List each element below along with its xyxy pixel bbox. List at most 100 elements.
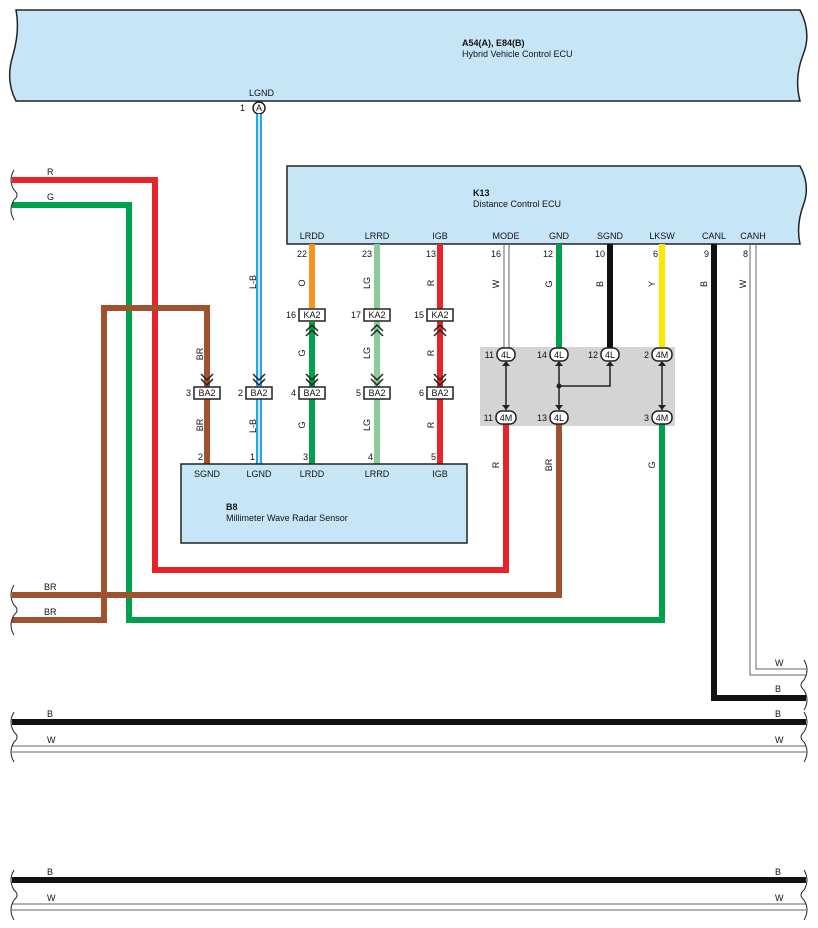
junction-connector: 4L 13 — [537, 410, 569, 425]
hybrid-ecu-body — [8, 9, 808, 102]
distance-ecu-pin-label: CANH — [740, 231, 766, 241]
radar-sensor-pin-number: 2 — [198, 452, 203, 462]
wires — [12, 114, 806, 701]
svg-text:KA2: KA2 — [431, 310, 448, 320]
svg-text:11: 11 — [485, 350, 494, 360]
ba2-connector: BA2 4 — [291, 386, 326, 400]
svg-text:6: 6 — [419, 388, 424, 398]
wire-color-label: W — [738, 279, 748, 288]
wire-color-label: R — [491, 461, 501, 468]
radar-sensor-pin-number: 4 — [368, 452, 373, 462]
junction-connector: 4L 11 — [485, 347, 516, 362]
junction-bottom-row: 4M 11 4L 13 4M 3 — [484, 410, 673, 425]
bus-line-label: B — [775, 867, 781, 877]
wire-color-label: L-B — [248, 275, 258, 289]
distance-ecu-pin-label: LRDD — [300, 231, 325, 241]
ka2-connector: KA2 17 — [351, 308, 391, 322]
left-input-label: BR — [44, 582, 57, 592]
radar-sensor-pin-label: LRDD — [300, 469, 325, 479]
svg-text:4M: 4M — [656, 413, 669, 423]
svg-text:4L: 4L — [554, 350, 564, 360]
distance-ecu-name: Distance Control ECU — [473, 199, 561, 209]
wire-color-label: LG — [362, 277, 372, 289]
distance-ecu-pin-label: GND — [549, 231, 570, 241]
svg-text:12: 12 — [588, 350, 598, 360]
ka2-connector: KA2 15 — [414, 308, 454, 322]
wire-color-label: B — [595, 281, 605, 287]
left-input-labels: R G BR BR — [44, 167, 57, 617]
distance-ecu-box: K13 Distance Control ECU LRDD LRRD IGB M… — [286, 165, 808, 259]
hybrid-ecu-code: A54(A), E84(B) — [462, 38, 525, 48]
wire-brown-junction — [12, 424, 562, 598]
svg-text:3: 3 — [644, 413, 649, 423]
wire-color-label: G — [297, 421, 307, 428]
wire-color-label: G — [647, 461, 657, 468]
wire-canl-b — [711, 244, 806, 701]
wire-color-label: O — [297, 279, 307, 286]
radar-sensor-pin-label: SGND — [194, 469, 221, 479]
radar-sensor-pin-label: IGB — [432, 469, 448, 479]
wire-canh-w — [749, 244, 806, 676]
left-wire-breaks — [10, 169, 18, 921]
junction-splice-dot — [556, 383, 562, 389]
svg-text:KA2: KA2 — [303, 310, 320, 320]
distance-ecu-pin-label: IGB — [432, 231, 448, 241]
bus-lines — [12, 719, 806, 911]
distance-ecu-pin-number: 12 — [543, 249, 553, 259]
svg-text:13: 13 — [537, 413, 547, 423]
svg-text:BA2: BA2 — [250, 388, 267, 398]
wire-color-label: R — [426, 279, 436, 286]
wire-color-label: LG — [362, 419, 372, 431]
bus-line-label: W — [775, 735, 784, 745]
svg-text:16: 16 — [286, 310, 296, 320]
wire-color-label: Y — [647, 281, 657, 287]
wire-mode-w — [503, 244, 510, 348]
wire-color-label: G — [297, 349, 307, 356]
junction-connector: 4M 3 — [644, 410, 673, 425]
wire-color-label: LG — [362, 347, 372, 359]
left-input-label: BR — [44, 607, 57, 617]
wire-color-label: B — [699, 281, 709, 287]
svg-text:4L: 4L — [605, 350, 615, 360]
radar-sensor-pin-number: 3 — [303, 452, 308, 462]
wire-color-label: G — [544, 280, 554, 287]
wire-color-label: R — [426, 421, 436, 428]
radar-sensor-name: Millimeter Wave Radar Sensor — [226, 513, 348, 523]
junction-connector: 4M 11 — [484, 410, 517, 425]
left-input-label: R — [47, 167, 54, 177]
wire-red-r — [12, 177, 509, 573]
bus-line-label: B — [47, 867, 53, 877]
ba2-connector: BA2 6 — [419, 386, 454, 400]
bus-line-label: W — [775, 893, 784, 903]
svg-text:4L: 4L — [501, 350, 511, 360]
radar-sensor-pin-label: LGND — [246, 469, 272, 479]
hybrid-ecu-connector-label: A — [256, 103, 262, 113]
svg-text:BA2: BA2 — [368, 388, 385, 398]
wire-color-label: BR — [195, 347, 205, 360]
radar-sensor-box: B8 Millimeter Wave Radar Sensor SGND LGN… — [180, 452, 468, 544]
ba2-connectors: BA2 3 BA2 2 BA2 4 BA2 5 BA2 6 — [186, 386, 454, 400]
svg-text:17: 17 — [351, 310, 361, 320]
right-output-label: B — [775, 684, 781, 694]
wire-color-label: L-B — [248, 419, 258, 433]
radar-sensor-code: B8 — [226, 502, 238, 512]
distance-ecu-pin-label: SGND — [597, 231, 624, 241]
distance-ecu-pin-label: MODE — [493, 231, 520, 241]
junction-connector: 4M 2 — [644, 347, 673, 362]
svg-text:BA2: BA2 — [431, 388, 448, 398]
distance-ecu-pins: LRDD LRRD IGB MODE GND SGND LKSW CANL CA… — [297, 231, 766, 259]
svg-text:15: 15 — [414, 310, 424, 320]
radar-sensor-body — [180, 463, 468, 544]
distance-ecu-pin-number: 22 — [297, 249, 307, 259]
ba2-connector: BA2 2 — [238, 386, 273, 400]
right-output-labels: W B — [775, 658, 784, 694]
svg-text:4M: 4M — [656, 350, 669, 360]
svg-text:KA2: KA2 — [368, 310, 385, 320]
junction-connector: 4L 12 — [588, 347, 620, 362]
svg-text:11: 11 — [484, 413, 493, 423]
hybrid-ecu-pin-label: LGND — [249, 88, 275, 98]
right-output-label: W — [775, 658, 784, 668]
junction-arrows — [502, 361, 666, 410]
distance-ecu-pin-label: LKSW — [649, 231, 675, 241]
